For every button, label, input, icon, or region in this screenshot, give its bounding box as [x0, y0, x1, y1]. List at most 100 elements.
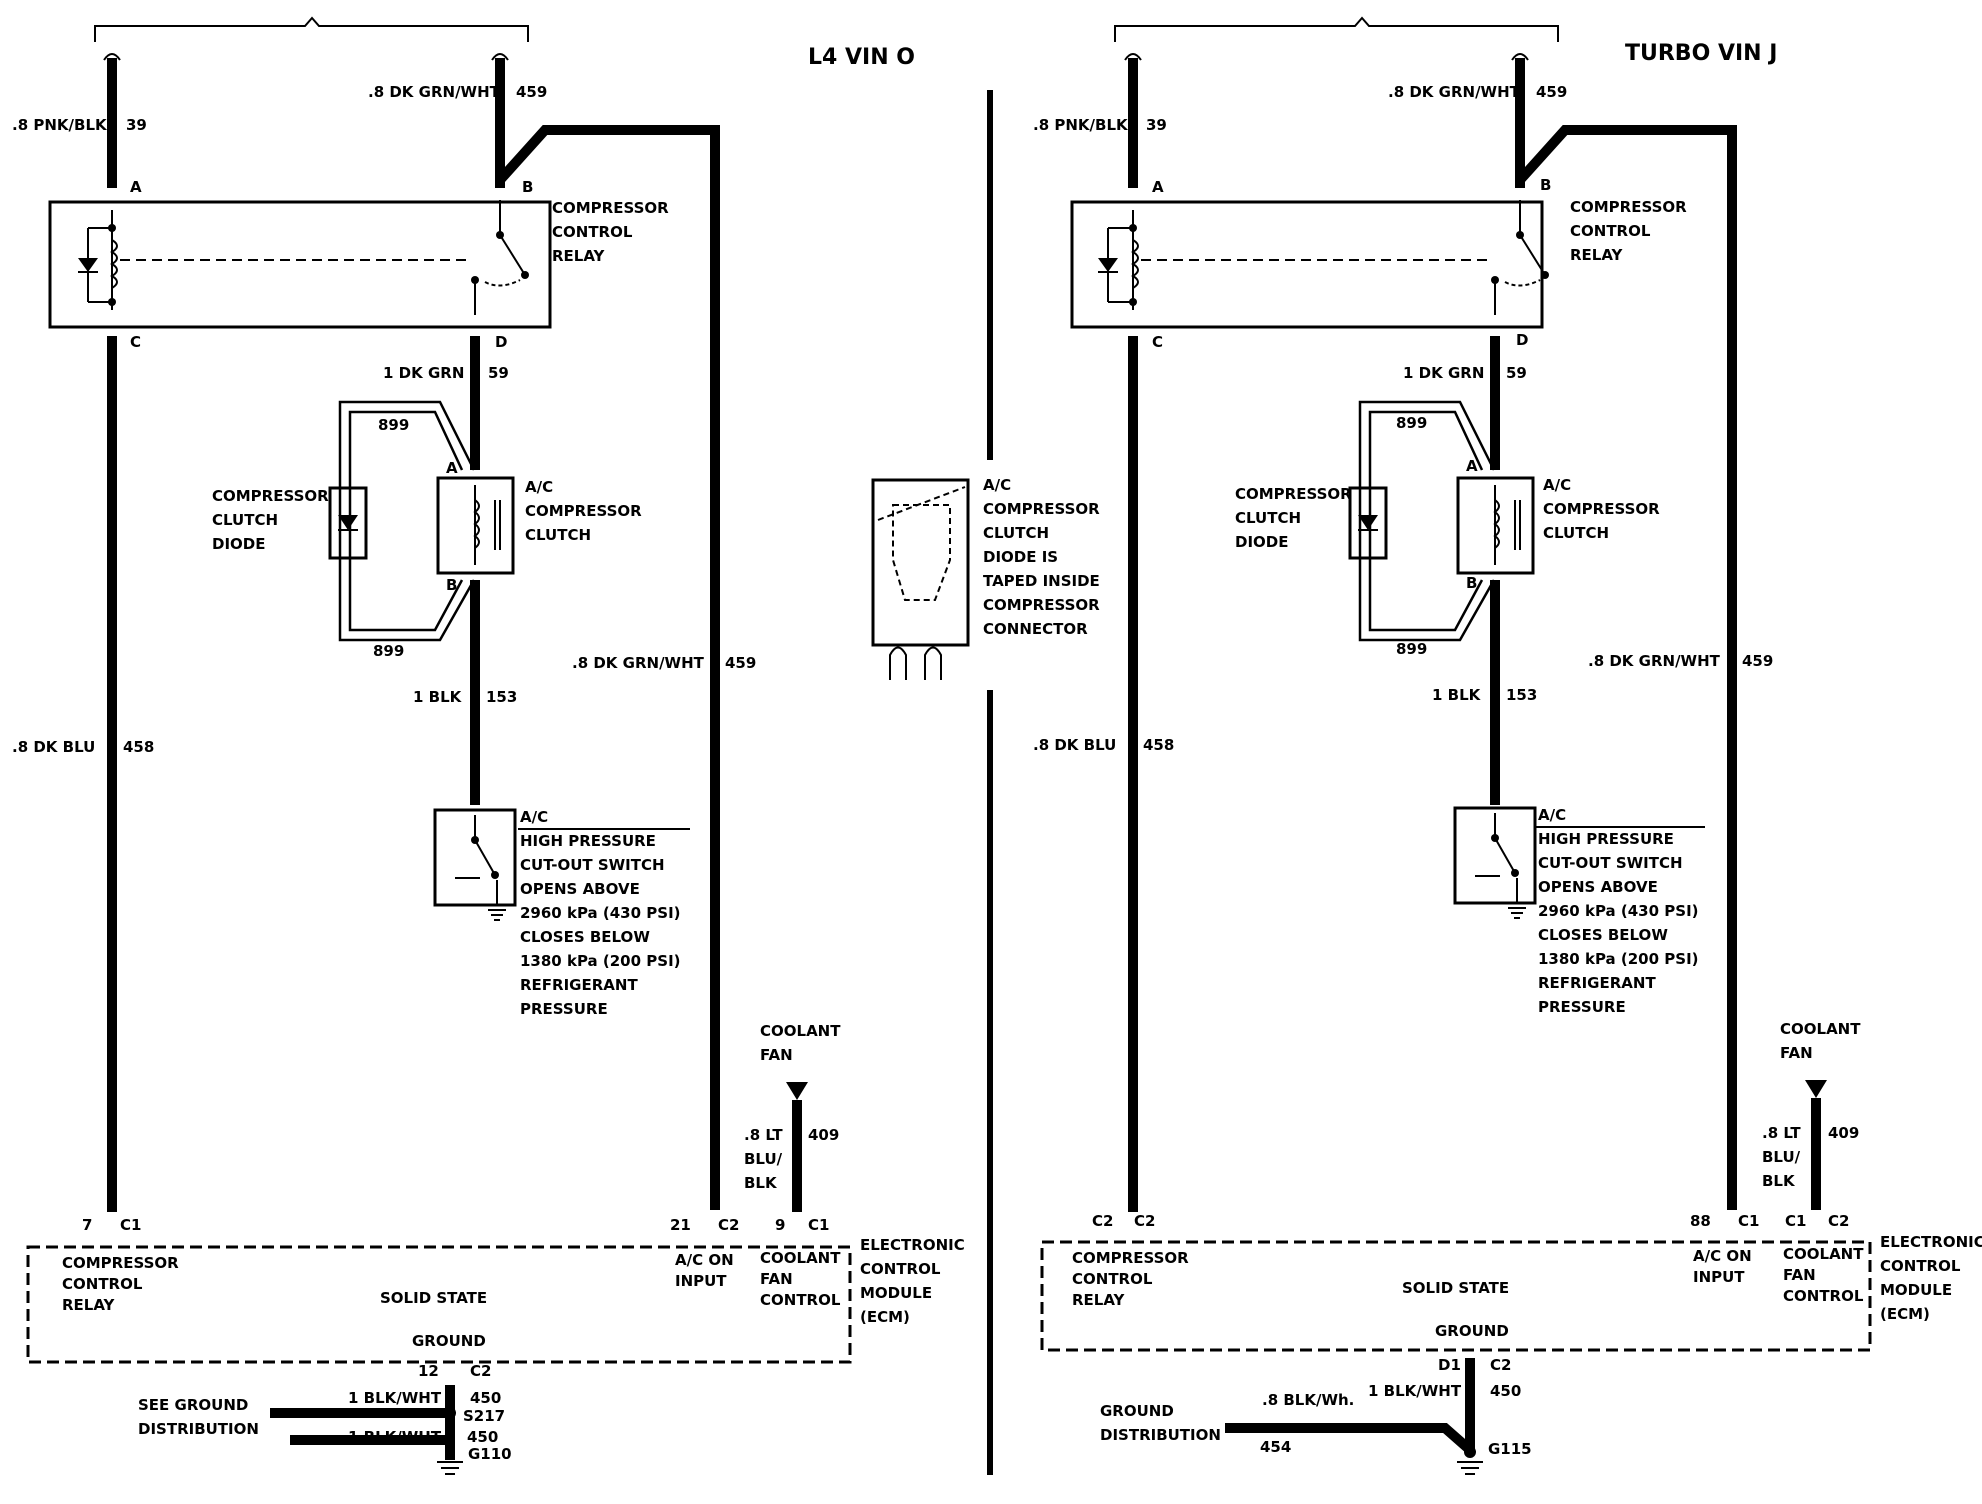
- ecm-pin-88-conn-right: C1: [1738, 1212, 1759, 1230]
- ecm-relay-1-right: COMPRESSOR: [1072, 1249, 1189, 1267]
- wire-459-break-left: [491, 53, 509, 61]
- diode-name-2-left: CLUTCH: [212, 511, 278, 529]
- ecm-name-3-left: MODULE: [860, 1284, 932, 1302]
- wire-59-num-left: 59: [488, 364, 509, 382]
- switch-line-8-left: REFRIGERANT: [520, 976, 638, 994]
- wire-459-top-label-right: .8 DK GRN/WHT: [1388, 83, 1521, 101]
- pressure-switch-contact-left: [455, 815, 496, 879]
- ground-pin-left: 12: [418, 1362, 439, 1380]
- ground-see-1-right: GROUND: [1100, 1402, 1174, 1420]
- wire-454-right: [1225, 1423, 1474, 1454]
- relay-name-3-right: RELAY: [1570, 246, 1624, 264]
- wire-450-side-left: [270, 1408, 450, 1445]
- relay-pin-a-right: A: [1152, 178, 1164, 196]
- wire-458-label-left: .8 DK BLU: [12, 738, 95, 756]
- ecm-name-2-left: CONTROL: [860, 1260, 941, 1278]
- ecm-name-1-right: ELECTRONIC: [1880, 1233, 1982, 1251]
- clutch-coil-left: [473, 485, 501, 565]
- switch-line-3-right: CUT-OUT SWITCH: [1538, 854, 1683, 872]
- relay-box-right: [1070, 200, 1544, 329]
- center-note-3: CLUTCH: [983, 524, 1049, 542]
- ecm-name-3-right: MODULE: [1880, 1281, 1952, 1299]
- diode-name-3-right: DIODE: [1235, 533, 1288, 551]
- ecm-pin-c2a-conn-right: C2: [1134, 1212, 1155, 1230]
- wire-153-label-left: 1 BLK: [413, 688, 463, 706]
- switch-line-4-right: OPENS ABOVE: [1538, 878, 1658, 896]
- connector-detail: [877, 486, 966, 601]
- clutch-coil-right: [1493, 485, 1521, 565]
- wire-39-num-right: 39: [1146, 116, 1167, 134]
- wire-899-bot-left: 899: [373, 642, 404, 660]
- ecm-name-2-right: CONTROL: [1880, 1257, 1961, 1275]
- ecm-name-4-left: (ECM): [860, 1308, 910, 1326]
- switch-line-1-left: A/C: [520, 808, 548, 826]
- ecm-name-1-left: ELECTRONIC: [860, 1236, 965, 1254]
- clutch-name-1-left: A/C: [525, 478, 553, 496]
- wire-59-label-left: 1 DK GRN: [383, 364, 464, 382]
- left-title: L4 VIN O: [808, 45, 915, 70]
- relay-pin-b-left: B: [522, 178, 533, 196]
- clutch-pin-b-left: B: [446, 576, 457, 594]
- clutch-diode-box-left: [328, 486, 368, 560]
- ecm-pin-c1b-right: C1: [1785, 1212, 1806, 1230]
- relay-name-2-left: CONTROL: [552, 223, 633, 241]
- ground-side-num-right: 454: [1260, 1438, 1291, 1456]
- clutch-name-2-left: COMPRESSOR: [525, 502, 642, 520]
- center-note-2: COMPRESSOR: [983, 500, 1100, 518]
- ground-see-1-left: SEE GROUND: [138, 1396, 248, 1414]
- relay-pin-d-right: D: [1516, 331, 1528, 349]
- switch-line-6-right: CLOSES BELOW: [1538, 926, 1668, 944]
- ecm-acon-2-left: INPUT: [675, 1272, 727, 1290]
- wire-458-num-right: 458: [1143, 736, 1174, 754]
- ground-see-2-left: DISTRIBUTION: [138, 1420, 259, 1438]
- relay-switch-left: [471, 200, 529, 315]
- wire-459-loop-left: [496, 125, 720, 1210]
- switch-line-7-left: 1380 kPa (200 PSI): [520, 952, 681, 970]
- ecm-relay-1-left: COMPRESSOR: [62, 1254, 179, 1272]
- wire-409-label-2-right: BLU/: [1762, 1148, 1801, 1166]
- wire-39-break-right: [1124, 53, 1142, 61]
- wire-153-label-right: 1 BLK: [1432, 686, 1482, 704]
- connector-pins: [889, 646, 942, 680]
- left-top-bracket: [94, 16, 529, 42]
- relay-switch-right: [1491, 200, 1549, 315]
- ecm-ground-left: GROUND: [412, 1332, 486, 1350]
- ground-w2-label-left: 1 BLK/WHT: [348, 1428, 442, 1446]
- right-title: TURBO VIN J: [1625, 41, 1777, 66]
- wire-409-label-2-left: BLU/: [744, 1150, 783, 1168]
- ecm-pin-88-right: 88: [1690, 1212, 1711, 1230]
- wire-899-outer-right: [1358, 400, 1496, 642]
- compressor-clutch-box-left: [436, 476, 515, 575]
- relay-name-1-right: COMPRESSOR: [1570, 198, 1687, 216]
- ground-splice-left: S217: [463, 1407, 505, 1425]
- clutch-name-2-right: COMPRESSOR: [1543, 500, 1660, 518]
- switch-line-4-left: OPENS ABOVE: [520, 880, 640, 898]
- connector-body: [871, 478, 970, 647]
- wire-458-num-left: 458: [123, 738, 154, 756]
- switch-line-2-left: HIGH PRESSURE: [520, 832, 656, 850]
- ground-w1-label-left: 1 BLK/WHT: [348, 1389, 442, 1407]
- wire-39-num-left: 39: [126, 116, 147, 134]
- ecm-pin-7-left: 7: [82, 1216, 92, 1234]
- clutch-pin-a-left: A: [446, 459, 458, 477]
- relay-name-1-left: COMPRESSOR: [552, 199, 669, 217]
- relay-pin-a-left: A: [130, 178, 142, 196]
- ecm-pin-c2a-right: C2: [1092, 1212, 1113, 1230]
- wire-59-num-right: 59: [1506, 364, 1527, 382]
- diode-name-1-left: COMPRESSOR: [212, 487, 329, 505]
- ground-pin-conn-right: C2: [1490, 1356, 1511, 1374]
- switch-line-9-right: PRESSURE: [1538, 998, 1626, 1016]
- clutch-diode-symbol-right: [1358, 515, 1378, 530]
- ecm-fan-3-right: CONTROL: [1783, 1287, 1864, 1305]
- ground-side-label-right: .8 BLK/Wh.: [1262, 1391, 1354, 1409]
- wire-459-top-num-right: 459: [1536, 83, 1567, 101]
- coolant-fan-2-right: FAN: [1780, 1044, 1813, 1062]
- wire-459-top-label-left: .8 DK GRN/WHT: [368, 83, 501, 101]
- compressor-clutch-box-right: [1456, 476, 1535, 575]
- wire-899-outer-left: [338, 400, 476, 642]
- pressure-switch-ground-right: [1508, 878, 1526, 919]
- wire-899-top-left: 899: [378, 416, 409, 434]
- center-note-1: A/C: [983, 476, 1011, 494]
- wire-459-break-right: [1511, 53, 1529, 61]
